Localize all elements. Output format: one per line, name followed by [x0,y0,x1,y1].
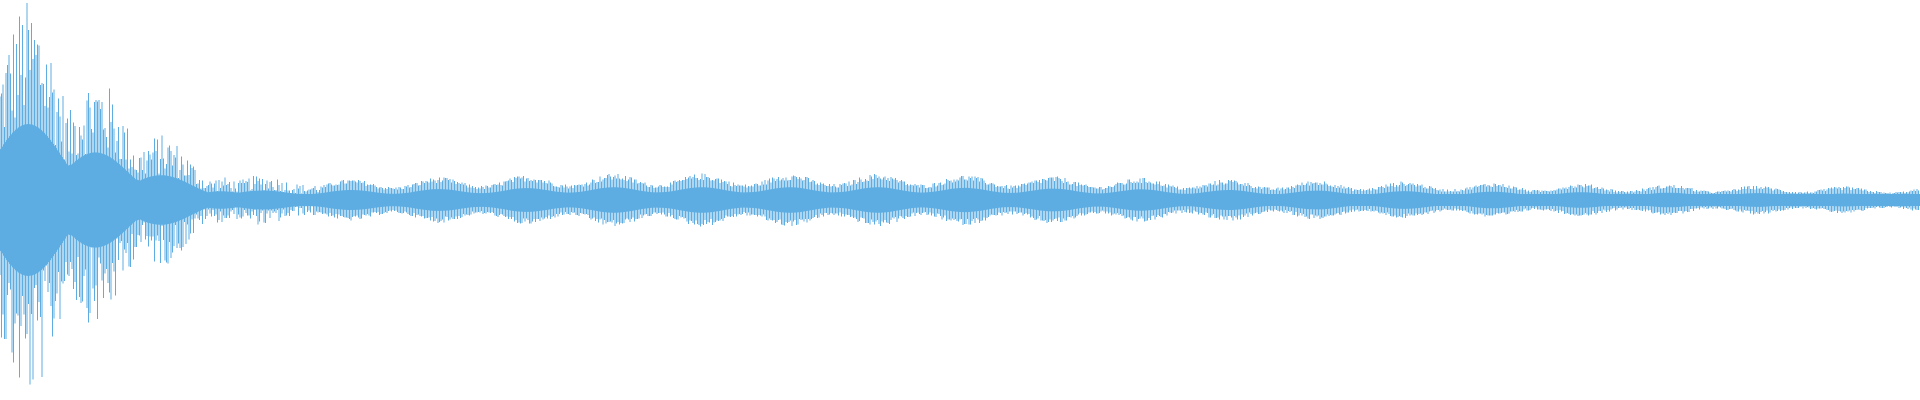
waveform-core-band [0,124,1920,276]
